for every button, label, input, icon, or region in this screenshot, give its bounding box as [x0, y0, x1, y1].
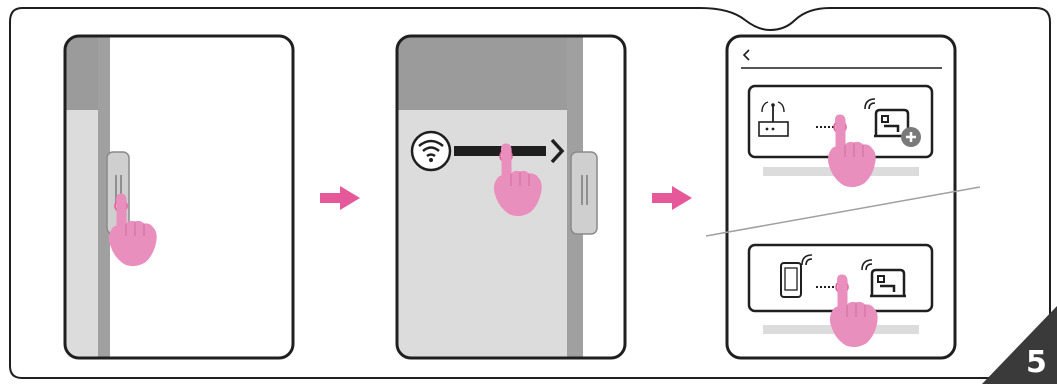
- screen-1: [65, 36, 293, 358]
- side-handle[interactable]: [571, 152, 597, 234]
- option-tablet-to-sewing-machine[interactable]: [749, 245, 932, 347]
- plus-badge-icon: [901, 127, 921, 147]
- wifi-icon: [412, 132, 450, 170]
- screen-2: [397, 36, 625, 358]
- option-router-to-sewing-machine[interactable]: [749, 86, 932, 187]
- screen-3: [706, 36, 980, 358]
- step-number: 5: [1026, 345, 1047, 380]
